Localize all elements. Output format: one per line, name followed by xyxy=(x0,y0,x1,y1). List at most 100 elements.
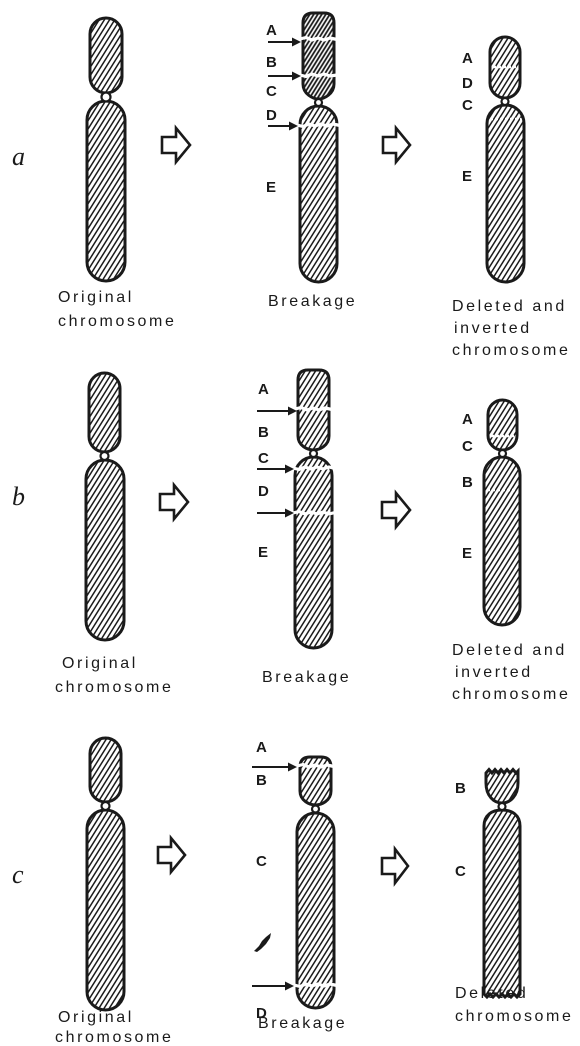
original-caption-line-2: chromosome xyxy=(55,679,173,696)
chromosome-long-arm xyxy=(87,810,124,1010)
breakage-chromosome xyxy=(297,13,340,282)
centromere xyxy=(101,452,109,460)
segment-label: B xyxy=(266,54,277,71)
original-chromosome xyxy=(86,373,124,640)
chromosome-long-arm xyxy=(297,813,334,1008)
original-caption-line-1: Original xyxy=(58,1009,134,1026)
centromere xyxy=(502,98,509,105)
segment-label: B xyxy=(258,424,269,441)
result-chromosome xyxy=(487,37,524,282)
result-caption-line-3: chromosome xyxy=(452,342,570,359)
chromosome-long-arm-broken-end xyxy=(484,810,520,997)
chromosome-long-arm xyxy=(87,101,125,281)
chromosome-short-arm xyxy=(298,370,329,450)
breakage-caption: Breakage xyxy=(262,669,351,686)
break-pointer-arrow-icon xyxy=(257,407,297,416)
original-caption-line-1: Original xyxy=(62,655,138,672)
result-caption-line-1: Deleted and xyxy=(452,298,567,315)
result-caption-line-1: Deleted xyxy=(455,985,528,1002)
pointer-arrowhead xyxy=(292,72,301,81)
hollow-right-arrow-icon xyxy=(158,838,185,872)
segment-label: C xyxy=(266,83,277,100)
segment-label: D xyxy=(462,75,473,92)
original-caption-line-2: chromosome xyxy=(55,1029,173,1046)
centromere xyxy=(499,450,506,457)
original-caption-line-2: chromosome xyxy=(58,313,176,330)
pointer-arrowhead xyxy=(285,982,294,991)
chromosome-long-arm xyxy=(86,460,124,640)
segment-label: A xyxy=(462,50,473,67)
segment-label: E xyxy=(462,168,472,185)
hollow-right-arrow-icon xyxy=(162,128,190,162)
pointer-arrowhead xyxy=(285,509,294,518)
segment-label: E xyxy=(462,545,472,562)
segment-label: E xyxy=(266,179,276,196)
row-a: a Original chromosome A xyxy=(12,13,570,359)
break-pointer-arrow-icon xyxy=(268,72,301,81)
segment-label: C xyxy=(462,438,473,455)
original-caption-line-1: Original xyxy=(58,289,134,306)
segment-label: B xyxy=(455,780,466,797)
chromosome-short-arm xyxy=(89,373,120,452)
chromosome-long-arm xyxy=(295,457,332,648)
result-caption-line-1: Deleted and xyxy=(452,642,567,659)
segment-label: D xyxy=(266,107,277,124)
original-chromosome xyxy=(87,18,125,281)
centromere xyxy=(102,93,111,102)
result-caption-line-2: inverted xyxy=(455,664,533,681)
breakage-caption: Breakage xyxy=(258,1015,347,1032)
breakage-caption: Breakage xyxy=(268,293,357,310)
segment-label: C xyxy=(455,863,466,880)
row-label: c xyxy=(12,860,24,889)
breakage-chromosome xyxy=(294,757,337,1008)
row-label: a xyxy=(12,142,25,171)
result-caption-line-3: chromosome xyxy=(452,686,570,703)
hollow-right-arrow-icon xyxy=(382,493,410,527)
segment-label: B xyxy=(256,772,267,789)
chromosome-short-arm xyxy=(90,18,122,93)
break-pointer-arrow-icon xyxy=(252,763,297,772)
result-chromosome xyxy=(484,770,520,998)
pointer-arrowhead xyxy=(285,465,294,474)
pointer-arrowhead xyxy=(288,763,297,772)
hollow-right-arrow-icon xyxy=(160,485,188,519)
chromosome-short-arm-broken-end xyxy=(486,770,518,804)
chromosome-long-arm xyxy=(487,105,524,282)
segment-label: A xyxy=(258,381,269,398)
chromosome-long-arm xyxy=(484,457,520,625)
chromosome-short-arm xyxy=(303,13,334,99)
result-caption-line-2: inverted xyxy=(454,320,532,337)
result-caption-line-2: chromosome xyxy=(455,1008,573,1025)
chromosome-short-arm xyxy=(488,400,517,450)
segment-label: E xyxy=(258,544,268,561)
chromosome-short-arm xyxy=(90,738,121,802)
segment-label: C xyxy=(256,853,267,870)
hollow-right-arrow-icon xyxy=(383,128,410,162)
pointer-arrowhead xyxy=(289,122,298,131)
segment-label: B xyxy=(462,474,473,491)
segment-label: A xyxy=(256,739,267,756)
centromere xyxy=(310,450,317,457)
result-chromosome xyxy=(484,400,520,625)
segment-label: C xyxy=(462,97,473,114)
row-c: c Original chromosome A B C D Break xyxy=(12,738,573,1046)
chromosome-long-arm xyxy=(300,106,337,282)
centromere xyxy=(102,802,110,810)
pointer-arrowhead xyxy=(292,38,301,47)
original-chromosome xyxy=(87,738,124,1010)
centromere xyxy=(315,99,322,106)
segment-label: A xyxy=(266,22,277,39)
centromere xyxy=(499,803,506,810)
segment-label: C xyxy=(258,450,269,467)
hollow-right-arrow-icon xyxy=(382,849,408,883)
row-label: b xyxy=(12,482,25,511)
segment-label: A xyxy=(462,411,473,428)
break-pointer-arrow-icon xyxy=(257,509,294,518)
row-b: b Original chromosome A xyxy=(12,370,570,703)
ink-mark xyxy=(254,933,271,952)
centromere xyxy=(312,806,319,813)
break-pointer-arrow-icon xyxy=(252,982,294,991)
segment-label: D xyxy=(258,483,269,500)
breakage-chromosome xyxy=(293,370,335,648)
